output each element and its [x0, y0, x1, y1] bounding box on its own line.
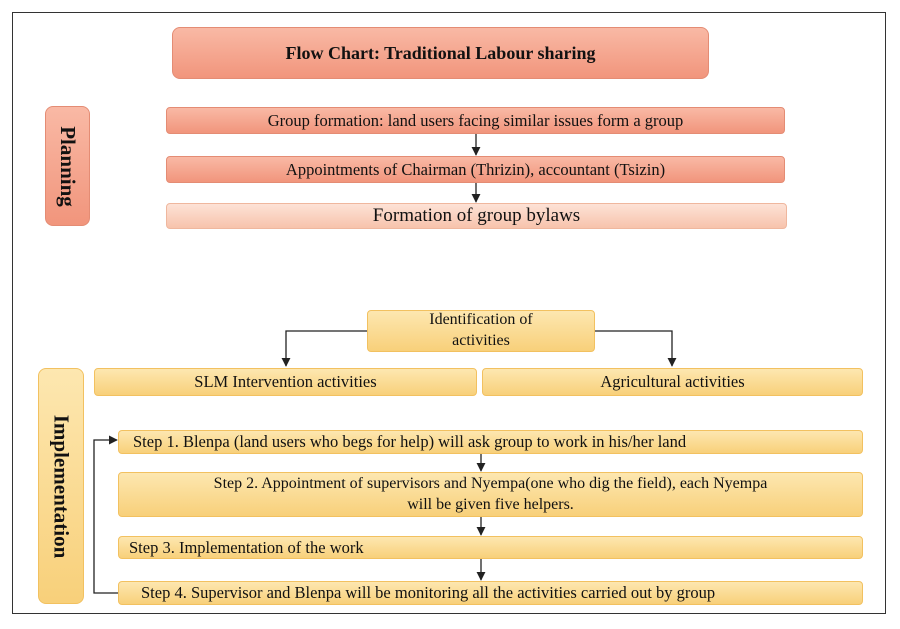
arrow-identification-to-slm: [281, 330, 367, 367]
step-1-box: Step 1. Blenpa (land users who begs for …: [118, 430, 863, 454]
step-3-box: Step 3. Implementation of the work: [118, 536, 863, 559]
planning-step-group-formation: Group formation: land users facing simil…: [166, 107, 785, 134]
identification-line-2: activities: [452, 332, 510, 349]
step-2-line-1: Step 2. Appointment of supervisors and N…: [213, 474, 768, 492]
activity-agricultural: Agricultural activities: [482, 368, 863, 396]
diagram-frame: [12, 12, 886, 614]
identification-line-1: Identification of: [429, 311, 533, 329]
activity-slm-intervention: SLM Intervention activities: [94, 368, 477, 396]
chart-title: Flow Chart: Traditional Labour sharing: [172, 27, 709, 79]
section-implementation-label: Implementation: [38, 368, 84, 604]
identification-box: Identification of activities: [367, 310, 595, 352]
planning-step-appointments: Appointments of Chairman (Thrizin), acco…: [166, 156, 785, 183]
step-2-box: Step 2. Appointment of supervisors and N…: [118, 472, 863, 517]
section-planning-label: Planning: [45, 106, 90, 226]
planning-step-bylaws: Formation of group bylaws: [166, 203, 787, 229]
arrow-loop-step-4-to-1: [93, 435, 118, 594]
step-4-box: Step 4. Supervisor and Blenpa will be mo…: [118, 581, 863, 605]
arrow-identification-to-agri: [595, 330, 677, 367]
step-2-line-2: will be given five helpers.: [407, 495, 574, 513]
